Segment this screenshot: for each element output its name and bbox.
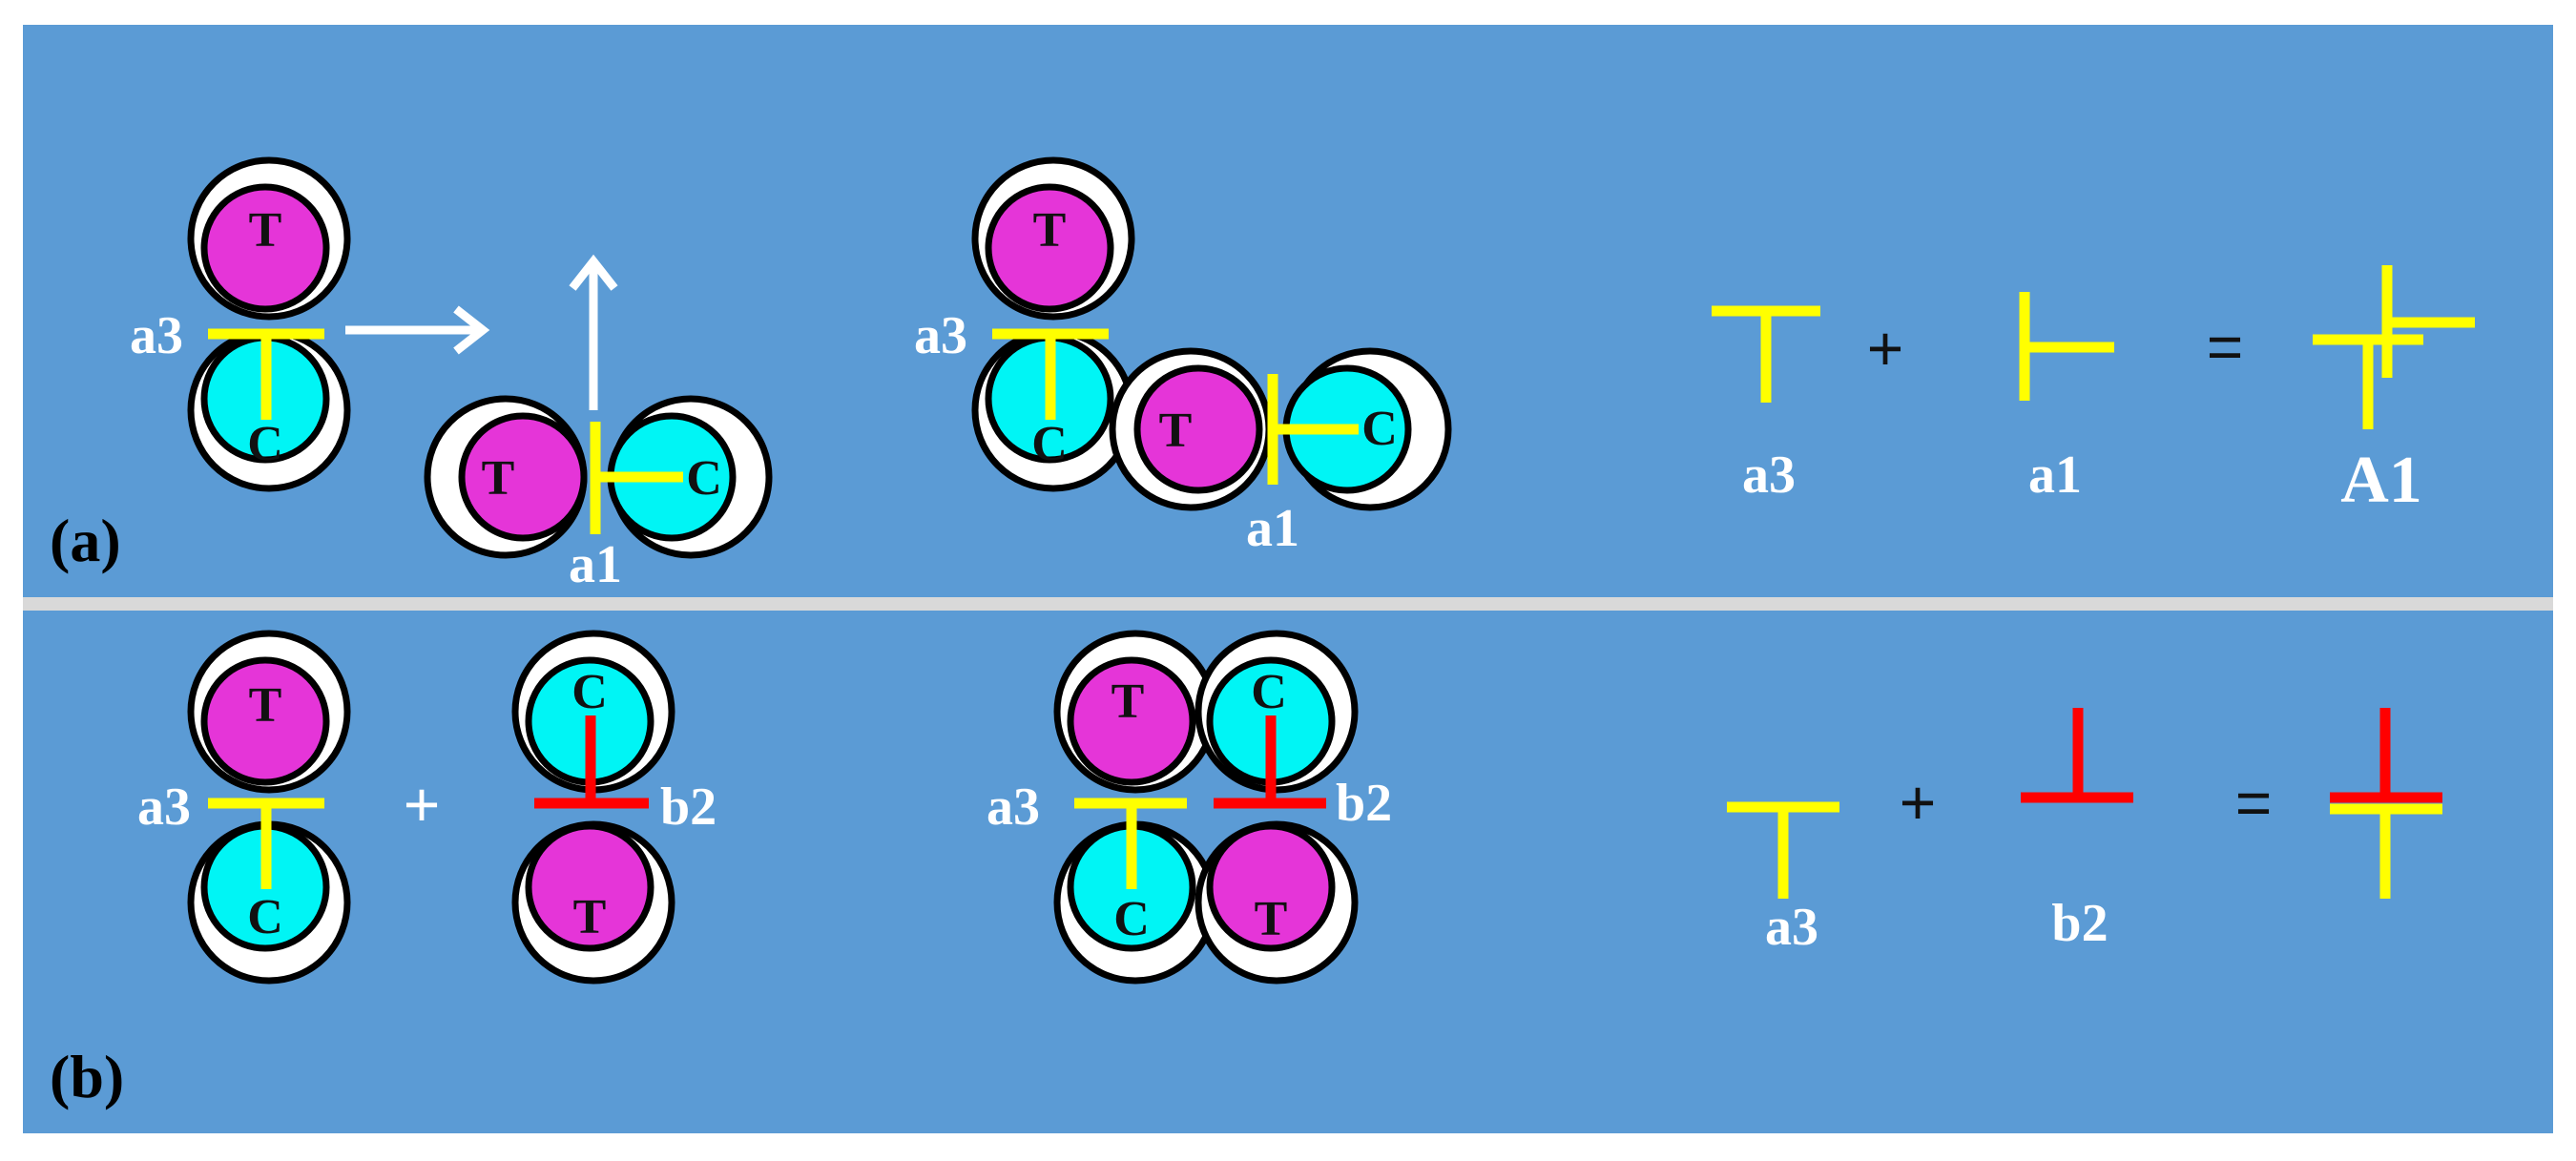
base-T-circle bbox=[458, 412, 588, 542]
base-C-label: C bbox=[247, 417, 283, 471]
base-C-label: C bbox=[686, 451, 722, 506]
defect-a3-label: a3 bbox=[130, 306, 183, 365]
panel-b-label: (b) bbox=[50, 1043, 124, 1110]
plus-operator-b-left: + bbox=[404, 769, 441, 840]
symbol-b2-label: b2 bbox=[2051, 894, 2108, 953]
defect-a3-label: a3 bbox=[914, 306, 967, 365]
defect-a1-label: a1 bbox=[569, 535, 622, 594]
base-C-label: C bbox=[1031, 417, 1068, 471]
base-T-circle bbox=[200, 656, 330, 786]
defect-a1-label: a1 bbox=[1246, 499, 1299, 558]
defect-b2-label: b2 bbox=[660, 777, 717, 837]
base-T-label: T bbox=[573, 890, 607, 944]
equation-a: a3 + a1 = A1 bbox=[1712, 265, 2475, 517]
base-C-label: C bbox=[571, 665, 608, 719]
base-C-label: C bbox=[1251, 665, 1287, 719]
base-T-circle bbox=[1067, 656, 1196, 786]
base-C-label: C bbox=[1113, 892, 1150, 946]
symbol-A1-label: A1 bbox=[2340, 444, 2422, 517]
arrow-right bbox=[345, 305, 490, 355]
symbol-a3-label: a3 bbox=[1765, 898, 1818, 957]
equals-operator: = bbox=[2235, 767, 2273, 838]
defect-a3-label: a3 bbox=[987, 777, 1040, 837]
defect-b2-label: b2 bbox=[1336, 774, 1392, 833]
base-C-label: C bbox=[1361, 402, 1398, 456]
base-T-label: T bbox=[249, 203, 282, 258]
base-T-label: T bbox=[1033, 203, 1067, 258]
pair-a3-combined: T C bbox=[971, 156, 1135, 492]
arrow-up bbox=[569, 254, 618, 410]
base-T-label: T bbox=[1111, 674, 1145, 729]
combined-structure-b: T C C T a3 b2 bbox=[987, 630, 1392, 985]
plus-operator: + bbox=[1900, 767, 1937, 838]
combined-defects-a: a3 a1 bbox=[914, 306, 1359, 558]
base-T-circle bbox=[1133, 364, 1263, 494]
plus-operator: + bbox=[1867, 313, 1904, 384]
symbol-a3-label: a3 bbox=[1742, 446, 1796, 505]
base-C-label: C bbox=[247, 890, 283, 944]
symbol-a1-label: a1 bbox=[2028, 446, 2082, 505]
pair-a3-b-left: T C a3 bbox=[137, 630, 351, 985]
defect-a3-label: a3 bbox=[137, 777, 191, 837]
equation-b: a3 + b2 = bbox=[1727, 708, 2442, 957]
pair-a1-left: T C a1 bbox=[424, 395, 773, 594]
base-T-label: T bbox=[482, 451, 515, 506]
panel-a-label: (a) bbox=[50, 507, 121, 574]
base-T-circle bbox=[985, 183, 1114, 313]
panel-separator bbox=[23, 597, 2553, 611]
base-T-label: T bbox=[1255, 892, 1288, 946]
base-T-circle bbox=[200, 183, 330, 313]
base-T-label: T bbox=[1159, 404, 1193, 458]
pair-a3-left: T C a3 bbox=[130, 156, 351, 492]
base-T-circle bbox=[525, 822, 654, 952]
base-T-label: T bbox=[249, 678, 282, 733]
base-T-circle bbox=[1206, 822, 1336, 952]
pair-b2-left: C T b2 bbox=[511, 630, 717, 985]
equals-operator: = bbox=[2207, 311, 2244, 382]
